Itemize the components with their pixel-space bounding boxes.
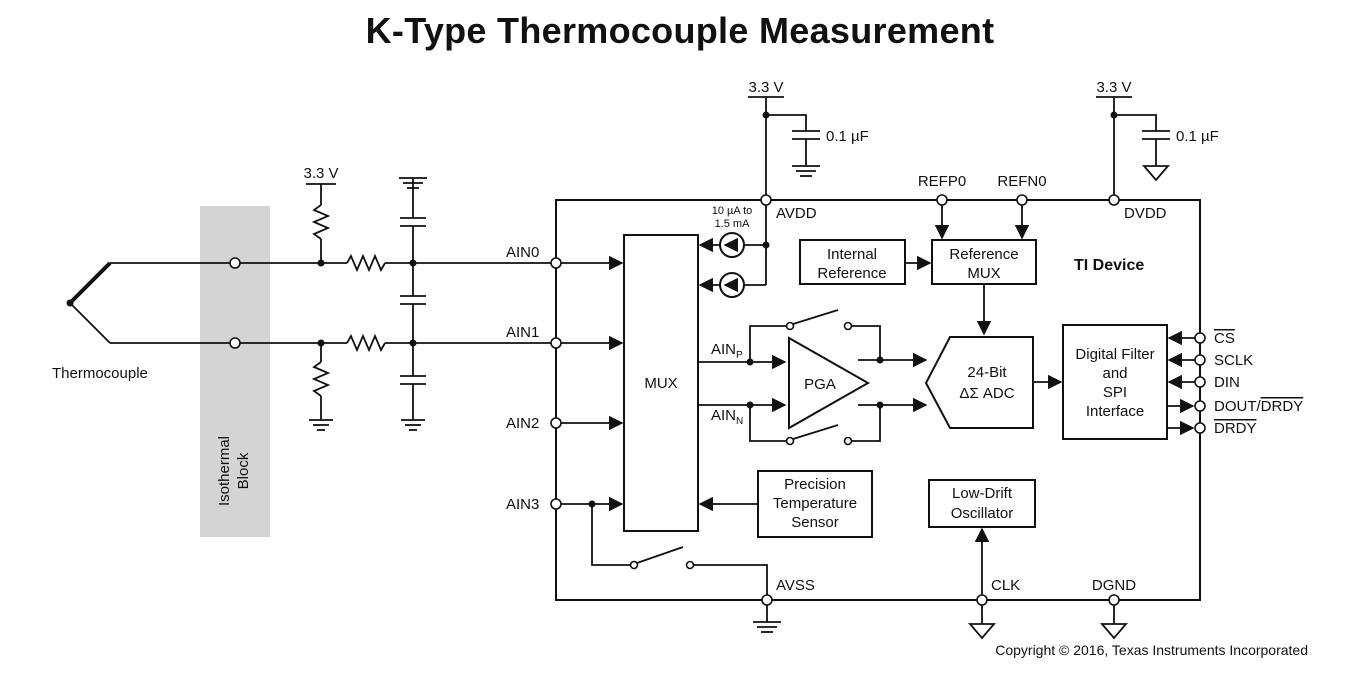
bias-rail-label: 3.3 V: [303, 165, 338, 182]
isothermal-label-line1: Isothermal: [216, 436, 233, 506]
pin-avdd: [760, 194, 772, 206]
internal-reference-line2: Reference: [817, 265, 886, 282]
reference-mux-line2: MUX: [967, 265, 1000, 282]
pin-din: [1194, 376, 1206, 388]
pin-dvdd-label: DVDD: [1124, 205, 1167, 222]
dvdd-rail-label: 3.3 V: [1096, 79, 1131, 96]
pin-ain2: [550, 417, 562, 429]
isothermal-terminal-top: [229, 257, 241, 269]
oscillator-line2: Oscillator: [951, 505, 1014, 522]
diagram-title: K-Type Thermocouple Measurement: [365, 10, 995, 51]
ain-to-mux-arrows: [561, 255, 624, 512]
pin-dgnd: [1108, 594, 1120, 606]
idac-sources: [698, 205, 770, 298]
pin-dout-label: DOUT/DRDY: [1214, 398, 1303, 415]
pin-refp0: [936, 194, 948, 206]
adc-block: [924, 336, 1034, 429]
pga-label: PGA: [804, 376, 836, 393]
temperature-sensor-block: [757, 470, 873, 538]
pin-drdy-label: DRDY: [1214, 420, 1257, 437]
filter-line1: Digital Filter: [1075, 346, 1154, 363]
temp-sensor-line2: Temperature: [773, 495, 857, 512]
adc-label-line1: 24-Bit: [967, 364, 1007, 381]
pga-bypass-switches: [785, 309, 928, 446]
pin-dvdd: [1108, 194, 1120, 206]
filter-line4: Interface: [1086, 403, 1144, 420]
pin-refp0-label: REFP0: [918, 173, 966, 190]
digital-filter-spi-block: [1062, 324, 1168, 440]
pin-clk: [976, 594, 988, 606]
thermocouple-label: Thermocouple: [52, 365, 148, 382]
mux-label: MUX: [644, 375, 677, 392]
pga-amplifier: [788, 336, 871, 430]
pin-cs: [1194, 332, 1206, 344]
pin-clk-label: CLK: [991, 577, 1020, 594]
pin-ain1-label: AIN1: [506, 324, 539, 341]
ain3-switch: [588, 500, 768, 596]
spi-signal-arrows: [1167, 330, 1195, 436]
pin-ain0: [550, 257, 562, 269]
idac-label-line1: 10 µA to: [712, 205, 753, 217]
temp-sensor-line1: Precision: [784, 476, 846, 493]
pin-sclk: [1194, 354, 1206, 366]
pin-ain3: [550, 498, 562, 510]
pin-avss-label: AVSS: [776, 577, 815, 594]
idac-label-line2: 1.5 mA: [715, 218, 751, 230]
temp-sensor-line3: Sensor: [791, 514, 839, 531]
avdd-cap-label: 0.1 µF: [826, 128, 869, 145]
avdd-decoupling: [748, 96, 820, 195]
internal-reference-block: [799, 239, 906, 285]
pin-dgnd-label: DGND: [1092, 577, 1136, 594]
pin-ain1: [550, 337, 562, 349]
pin-din-label: DIN: [1214, 374, 1240, 391]
pin-ain2-label: AIN2: [506, 415, 539, 432]
clk-ground: [968, 605, 996, 640]
device-label: TI Device: [1074, 257, 1144, 274]
pin-avss: [761, 594, 773, 606]
avdd-rail-label: 3.3 V: [748, 79, 783, 96]
pin-drdy: [1194, 422, 1206, 434]
reference-mux-line1: Reference: [949, 246, 1018, 263]
dgnd-ground: [1100, 605, 1128, 640]
mux-to-pga: [698, 325, 787, 442]
ainn-label: AINN: [711, 407, 743, 427]
pin-refn0-label: REFN0: [997, 173, 1046, 190]
filter-line3: SPI: [1103, 384, 1127, 401]
input-wiring: [110, 253, 551, 353]
pin-cs-label: CS: [1214, 330, 1235, 347]
adc-label-line2: ΔΣ ADC: [959, 385, 1014, 402]
copyright-notice: Copyright © 2016, Texas Instruments Inco…: [995, 642, 1308, 658]
filter-capacitors: [399, 177, 427, 431]
thermocouple-symbol: [66, 261, 112, 344]
dvdd-cap-label: 0.1 µF: [1176, 128, 1219, 145]
device-outline: [555, 199, 1201, 601]
pin-sclk-label: SCLK: [1214, 352, 1253, 369]
pin-dout-drdy: [1194, 400, 1206, 412]
isothermal-terminal-bottom: [229, 337, 241, 349]
pin-refn0: [1016, 194, 1028, 206]
dvdd-decoupling: [1096, 96, 1170, 195]
avss-ground: [753, 605, 781, 633]
oscillator-block: [928, 479, 1036, 528]
pin-ain3-label: AIN3: [506, 496, 539, 513]
bias-resistors: [306, 183, 336, 431]
pin-avdd-label: AVDD: [776, 205, 817, 222]
pin-ain0-label: AIN0: [506, 244, 539, 261]
ainp-label: AINP: [711, 341, 743, 361]
oscillator-line1: Low-Drift: [952, 485, 1013, 502]
mux-block: [623, 234, 699, 532]
isothermal-label-line2: Block: [235, 452, 252, 489]
filter-line2: and: [1102, 365, 1127, 382]
internal-reference-line1: Internal: [827, 246, 877, 263]
